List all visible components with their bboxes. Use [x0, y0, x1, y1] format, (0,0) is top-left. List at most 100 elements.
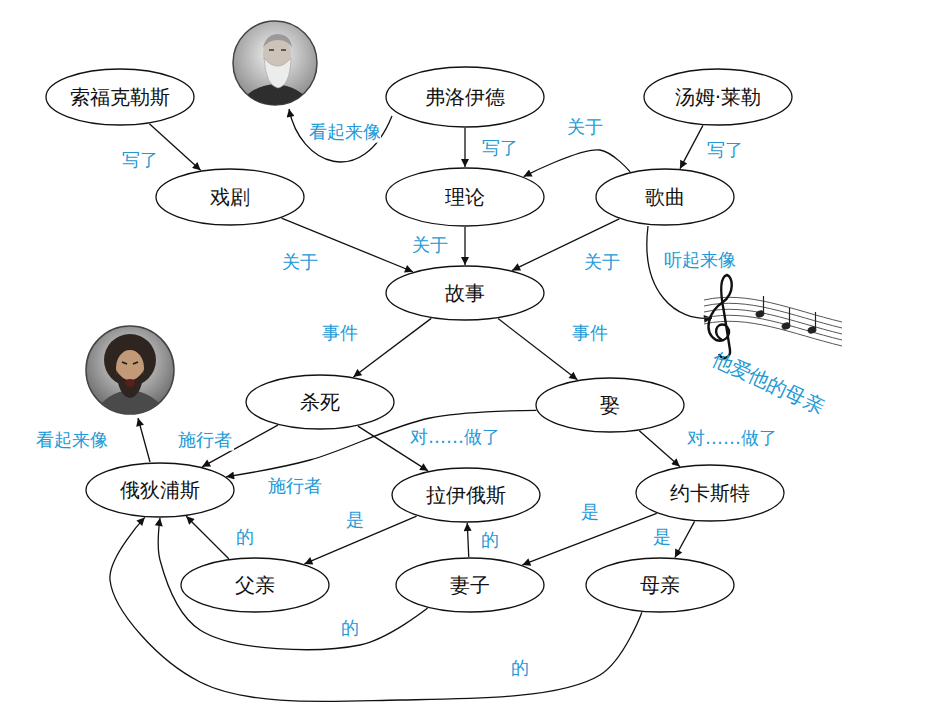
- relation-label: 的: [479, 530, 501, 551]
- concept-ellipse: 娶: [535, 377, 685, 433]
- concept-label: 母亲: [640, 573, 680, 597]
- concept-ellipse: 约卡斯特: [635, 464, 785, 522]
- ellipse-outline: [396, 558, 544, 612]
- concept-label: 妻子: [450, 573, 490, 597]
- relation-label: 对……做了: [685, 428, 779, 449]
- ellipse-outline: [181, 558, 329, 612]
- relation-label: 关于: [565, 117, 605, 138]
- concept-label: 娶: [600, 393, 620, 417]
- relation-label: 听起来像: [664, 250, 736, 271]
- concept-ellipse: 杀死: [245, 374, 395, 430]
- relation-arrow: [353, 318, 431, 377]
- concept-ellipse: 拉伊俄斯: [391, 467, 541, 523]
- relation-label: 写了: [120, 150, 160, 171]
- relation-label: 是: [344, 510, 366, 531]
- ellipse-outline: [46, 69, 194, 125]
- caption-text: 他爱他的母亲: [709, 347, 827, 419]
- portrait-eyes: [269, 49, 286, 51]
- ellipse-outline: [386, 168, 544, 226]
- relation-label: 对……做了: [408, 427, 502, 448]
- ellipse-outline: [246, 375, 394, 429]
- concept-label: 约卡斯特: [670, 481, 750, 505]
- concept-label: 杀死: [300, 390, 340, 414]
- ellipse-outline: [596, 169, 734, 225]
- portrait-suit: [236, 84, 316, 112]
- concept-label: 故事: [445, 281, 485, 305]
- concept-label: 理论: [445, 185, 485, 209]
- relation-arrow: [464, 128, 465, 167]
- relation-label: 看起来像: [36, 430, 108, 451]
- relation-label: 是: [651, 527, 673, 548]
- ellipse-outline: [386, 67, 544, 127]
- relation-label: 关于: [280, 252, 320, 273]
- relation-label: 写了: [480, 138, 520, 159]
- relation-label: 的: [509, 658, 531, 679]
- portrait-beard: [264, 58, 291, 88]
- treble-clef: [709, 275, 732, 358]
- ellipse-outline: [386, 266, 544, 320]
- concept-ellipse: 父亲: [180, 557, 330, 613]
- ellipse-outline: [644, 69, 792, 125]
- relation-label: 是: [579, 502, 601, 523]
- portrait-mouth: [125, 379, 135, 387]
- concept-label: 弗洛伊德: [425, 85, 505, 109]
- concept-label: 拉伊俄斯: [426, 483, 506, 507]
- relation-label: 施行者: [266, 476, 324, 497]
- relation-label: 施行者: [176, 430, 234, 451]
- concept-ellipse: 俄狄浦斯: [85, 462, 235, 518]
- concept-ellipse: 戏剧: [155, 168, 305, 226]
- leader-line: [289, 109, 392, 162]
- concept-ellipse: 歌曲: [595, 168, 735, 226]
- ellipse-outline: [392, 468, 540, 522]
- portrait-oedipus: [92, 334, 170, 418]
- relation-arrow: [464, 227, 465, 265]
- concept-label: 汤姆·莱勒: [675, 85, 761, 109]
- ellipse-outline: [586, 558, 734, 612]
- concept-label: 索福克勒斯: [70, 85, 170, 109]
- relation-arrow: [186, 516, 229, 559]
- portrait-eyes: [122, 362, 138, 364]
- concept-label: 歌曲: [645, 185, 685, 209]
- relation-label: 关于: [582, 252, 622, 273]
- relation-arrow: [158, 518, 427, 650]
- relation-label: 关于: [410, 235, 450, 256]
- relation-label: 的: [234, 527, 256, 548]
- concept-ellipse: 汤姆·莱勒: [643, 68, 793, 126]
- portrait-hair: [104, 334, 156, 386]
- concept-label: 戏剧: [210, 185, 250, 209]
- ellipse-outline: [536, 378, 684, 432]
- relation-label: 看起来像: [309, 122, 381, 143]
- concept-ellipse: 理论: [385, 167, 545, 227]
- ellipse-outline: [636, 465, 784, 521]
- relation-arrow: [498, 319, 577, 380]
- leader-line: [647, 226, 712, 318]
- concept-ellipse: 妻子: [395, 557, 545, 613]
- ellipse-outline: [86, 463, 234, 517]
- concept-ellipse: 弗洛伊德: [385, 66, 545, 128]
- portrait-hair: [263, 34, 292, 48]
- relation-arrow: [680, 125, 703, 168]
- portrait-beard: [116, 370, 144, 398]
- music-notes: [755, 296, 817, 334]
- relation-label: 写了: [705, 140, 745, 161]
- concept-ellipse: 母亲: [585, 557, 735, 613]
- concept-label: 父亲: [235, 573, 275, 597]
- relation-label: 事件: [320, 323, 360, 344]
- relation-arrow: [524, 150, 631, 177]
- concept-label: 俄狄浦斯: [120, 478, 200, 502]
- relation-label: 的: [339, 618, 361, 639]
- relation-arrow: [675, 521, 695, 557]
- concept-ellipse: 索福克勒斯: [45, 68, 195, 126]
- relation-label: 事件: [570, 323, 610, 344]
- ellipse-outline: [156, 169, 304, 225]
- relation-arrow: [110, 517, 642, 701]
- leader-line: [138, 418, 150, 462]
- relation-arrow: [639, 431, 680, 467]
- relation-arrow: [467, 523, 469, 557]
- concept-ellipse: 故事: [385, 265, 545, 321]
- portrait-freud: [236, 34, 316, 112]
